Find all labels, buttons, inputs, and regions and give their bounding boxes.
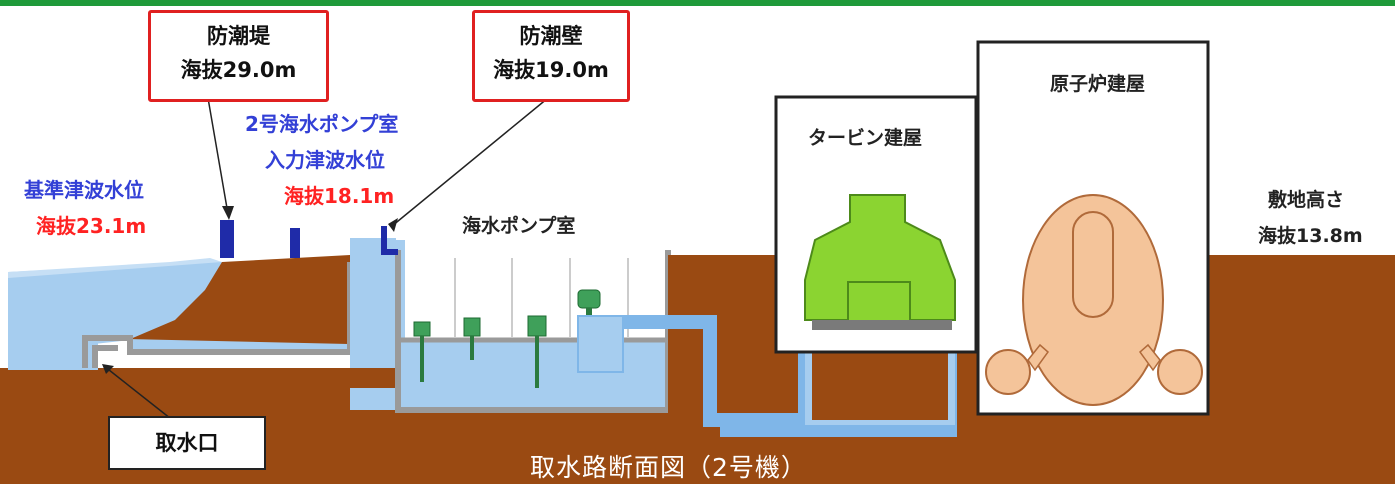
seawall-name: 防潮壁 xyxy=(519,24,583,48)
pump-2 xyxy=(463,317,481,360)
intake-label: 取水口 xyxy=(155,431,219,455)
channel-water xyxy=(350,240,405,410)
breakwater-height: 海抜29.0m xyxy=(180,58,297,82)
intake-callout: 取水口 xyxy=(108,416,266,470)
breakwater-name: 防潮堤 xyxy=(207,24,270,48)
pump-room-input-height: 海抜18.1m xyxy=(284,184,395,208)
diagram-caption: 取水路断面図（2号機） xyxy=(530,453,807,482)
pump-room-input-label-line1: 2号海水ポンプ室 xyxy=(245,112,399,136)
site-height-label: 敷地高さ xyxy=(1268,189,1345,211)
breakwater-structure xyxy=(220,220,234,258)
header-bar xyxy=(0,0,1395,6)
seawall-callout: 防潮壁 海抜19.0m xyxy=(472,10,630,102)
standard-tsunami-label: 基準津波水位 xyxy=(24,178,144,202)
pump-room-pit xyxy=(398,340,668,412)
seawater-pump-room-label: 海水ポンプ室 xyxy=(462,215,576,237)
pump-room-input-label-line2: 入力津波水位 xyxy=(265,148,385,172)
turbine-equipment xyxy=(804,194,956,321)
breakwater-embankment xyxy=(128,255,350,345)
site-height-value: 海抜13.8m xyxy=(1258,225,1363,247)
turbine-building-label: タービン建屋 xyxy=(808,127,923,149)
reactor-building-label: 原子炉建屋 xyxy=(1050,73,1146,95)
pump-room-wall-structure xyxy=(381,226,398,255)
seawall-height: 海抜19.0m xyxy=(493,58,609,82)
standard-tsunami-height: 海抜23.1m xyxy=(36,214,147,238)
breakwater-callout: 防潮堤 海抜29.0m xyxy=(148,10,329,102)
main-seawater-pump xyxy=(577,289,624,373)
pump-1 xyxy=(413,321,431,382)
seawall-structure xyxy=(290,228,300,258)
pump-3 xyxy=(527,315,547,388)
